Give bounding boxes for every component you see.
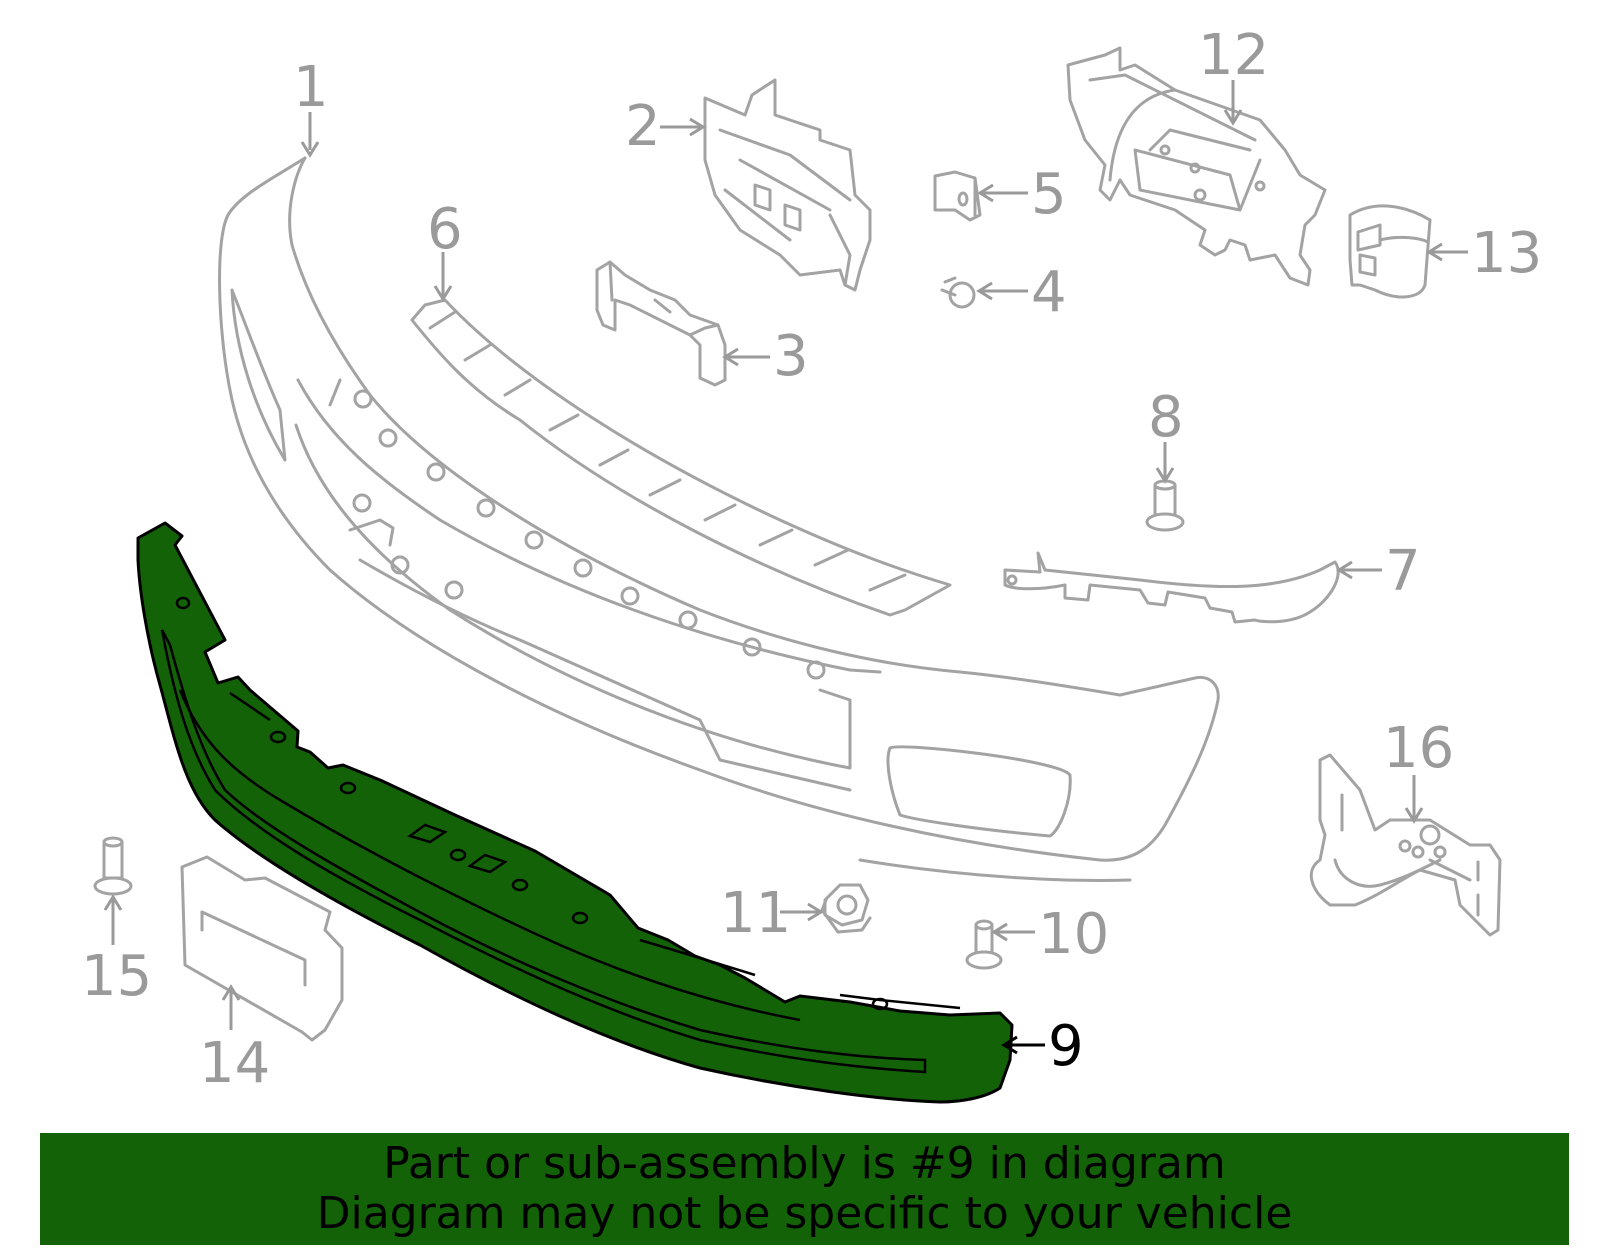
banner-line-part: Part or sub-assembly is #9 in diagram — [383, 1138, 1226, 1189]
part-15-bolt[interactable] — [93, 836, 133, 896]
part-12-mounting-bracket[interactable] — [1066, 46, 1327, 287]
part-2-bracket[interactable] — [703, 78, 872, 292]
callout-12: 12 — [1198, 23, 1269, 88]
part-9-lower-valance[interactable] — [136, 521, 1014, 1104]
callout-6: 6 — [427, 197, 463, 262]
part-3-clip[interactable] — [595, 260, 727, 387]
part-4-push-pin[interactable] — [940, 276, 976, 309]
callout-arrows — [103, 80, 1468, 1055]
callout-3: 3 — [773, 324, 809, 389]
info-banner: Part or sub-assembly is #9 in diagram Di… — [40, 1133, 1569, 1245]
callout-10: 10 — [1038, 902, 1109, 967]
part-14-plate-bracket[interactable] — [180, 855, 344, 1042]
part-6-trim-strip[interactable] — [410, 298, 952, 617]
callout-8: 8 — [1148, 385, 1184, 450]
callout-numbers: 1 2 3 4 5 6 7 8 9 10 11 12 13 14 15 16 — [81, 23, 1542, 1096]
part-1-bumper-face-bar[interactable] — [218, 156, 1220, 882]
callout-15: 15 — [81, 944, 152, 1009]
part-10-bolt[interactable] — [965, 919, 1003, 970]
callout-1: 1 — [293, 55, 329, 120]
callout-5: 5 — [1031, 162, 1067, 227]
callout-16: 16 — [1383, 716, 1454, 781]
banner-line-disclaimer: Diagram may not be specific to your vehi… — [316, 1188, 1293, 1239]
callout-9: 9 — [1048, 1014, 1084, 1079]
callout-2: 2 — [625, 94, 661, 159]
part-16-tow-hook[interactable] — [1309, 753, 1502, 937]
part-13-bracket[interactable] — [1348, 204, 1432, 299]
callout-4: 4 — [1031, 260, 1067, 325]
callout-11: 11 — [720, 881, 791, 946]
part-11-nut[interactable] — [820, 883, 872, 934]
callout-13: 13 — [1471, 221, 1542, 286]
part-8-bolt[interactable] — [1145, 479, 1185, 532]
part-7-bracket-strip[interactable] — [1003, 551, 1340, 624]
callout-7: 7 — [1385, 539, 1421, 604]
part-5-clip[interactable] — [933, 170, 982, 222]
callout-14: 14 — [199, 1031, 270, 1096]
